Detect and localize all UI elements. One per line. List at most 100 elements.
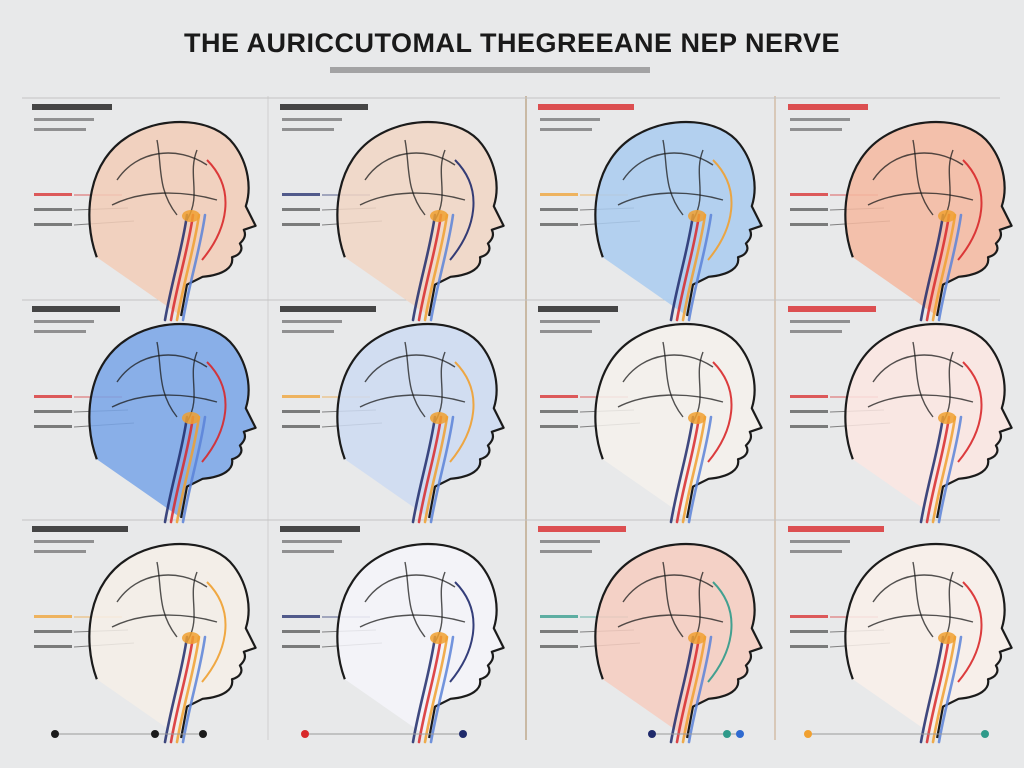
nerve-strand: [669, 635, 695, 744]
ganglion-marker: [430, 210, 448, 222]
panel-caption: [540, 330, 592, 333]
annotation-label: [790, 193, 828, 196]
ganglion-marker: [182, 632, 200, 644]
timeline-dot: [804, 730, 812, 738]
timeline-dot: [723, 730, 731, 738]
auriculotemporal-nerve: [707, 159, 733, 261]
diagram-panel: [538, 306, 763, 524]
panel-caption: [34, 320, 94, 323]
head-fill: [89, 121, 256, 317]
timeline-dot: [648, 730, 656, 738]
panel-caption: [790, 540, 850, 543]
panel-title: [788, 306, 876, 312]
diagram-panel: [788, 104, 1013, 322]
panel-title: [538, 104, 634, 110]
head-outline: [88, 120, 257, 317]
nerve-strand: [163, 213, 189, 322]
brain-fold: [617, 394, 724, 408]
panel-caption: [540, 540, 600, 543]
panel-title: [32, 526, 128, 532]
panel-caption: [34, 128, 86, 131]
brain-fold: [111, 614, 218, 628]
annotation-label: [282, 615, 320, 618]
timeline-dot: [151, 730, 159, 738]
panel-caption: [540, 320, 600, 323]
annotation-label: [34, 425, 72, 428]
head-outline: [594, 322, 763, 519]
panel-caption: [34, 330, 86, 333]
diagram-panel: [538, 526, 763, 744]
panel-title: [538, 526, 626, 532]
nerve-strand: [669, 415, 695, 524]
annotation-label: [282, 425, 320, 428]
nerve-strand: [429, 635, 455, 744]
timeline-dot: [51, 730, 59, 738]
nerve-strand: [417, 415, 443, 524]
ganglion-marker: [430, 412, 448, 424]
ganglion-marker: [688, 632, 706, 644]
diagram-panel: [788, 526, 1013, 744]
nerve-strand: [181, 213, 207, 322]
diagram-panel: [280, 526, 505, 744]
nerve-strand: [411, 415, 437, 524]
nerve-strand: [669, 213, 695, 322]
brain-fold: [111, 192, 218, 206]
nerve-strand: [687, 213, 713, 322]
annotation-label: [282, 410, 320, 413]
ganglion-marker: [688, 412, 706, 424]
nerve-strand: [169, 213, 195, 322]
annotation-label: [790, 410, 828, 413]
annotation-label: [540, 208, 578, 211]
nerve-strand: [681, 213, 707, 322]
head-outline: [88, 542, 257, 739]
nerve-strand: [937, 635, 963, 744]
annotation-label: [282, 395, 320, 398]
nerve-strand: [937, 213, 963, 322]
ganglion-marker: [938, 632, 956, 644]
annotation-label: [282, 193, 320, 196]
annotation-label: [540, 425, 578, 428]
ganglion-marker: [938, 210, 956, 222]
panel-title: [280, 526, 360, 532]
head-fill: [337, 121, 504, 317]
panel-caption: [282, 540, 342, 543]
brain-fold: [912, 561, 934, 638]
auriculotemporal-nerve: [707, 581, 733, 683]
head-fill: [337, 323, 504, 518]
brain-fold: [359, 614, 466, 628]
annotation-label: [34, 208, 72, 211]
annotation-label: [282, 630, 320, 633]
diagram-panel: [280, 104, 505, 322]
annotation-label: [34, 193, 72, 196]
nerve-strand: [931, 213, 957, 322]
panel-caption: [282, 118, 342, 121]
annotation-label: [790, 645, 828, 648]
auriculotemporal-nerve: [201, 581, 227, 683]
head-fill: [595, 543, 762, 738]
panel-caption: [282, 320, 342, 323]
brain-fold: [867, 614, 974, 628]
panel-title: [788, 104, 868, 110]
nerve-strand: [169, 415, 195, 524]
timeline-dot: [199, 730, 207, 738]
auriculotemporal-nerve: [957, 361, 983, 463]
nerve-strand: [417, 213, 443, 322]
brain-fold: [359, 192, 466, 206]
diagram-panel: [32, 306, 257, 524]
panel-caption: [540, 128, 592, 131]
nerve-strand: [687, 415, 713, 524]
nerve-strand: [937, 415, 963, 524]
annotation-label: [540, 193, 578, 196]
auriculotemporal-nerve: [449, 581, 475, 683]
ganglion-marker: [938, 412, 956, 424]
nerve-strand: [681, 415, 707, 524]
annotation-label: [540, 645, 578, 648]
diagram-panel: [280, 306, 505, 524]
nerve-strand: [675, 635, 701, 744]
panel-title: [280, 104, 368, 110]
nerve-strand: [411, 635, 437, 744]
annotation-label: [790, 395, 828, 398]
brain-fold: [662, 139, 684, 216]
annotation-label: [790, 223, 828, 226]
